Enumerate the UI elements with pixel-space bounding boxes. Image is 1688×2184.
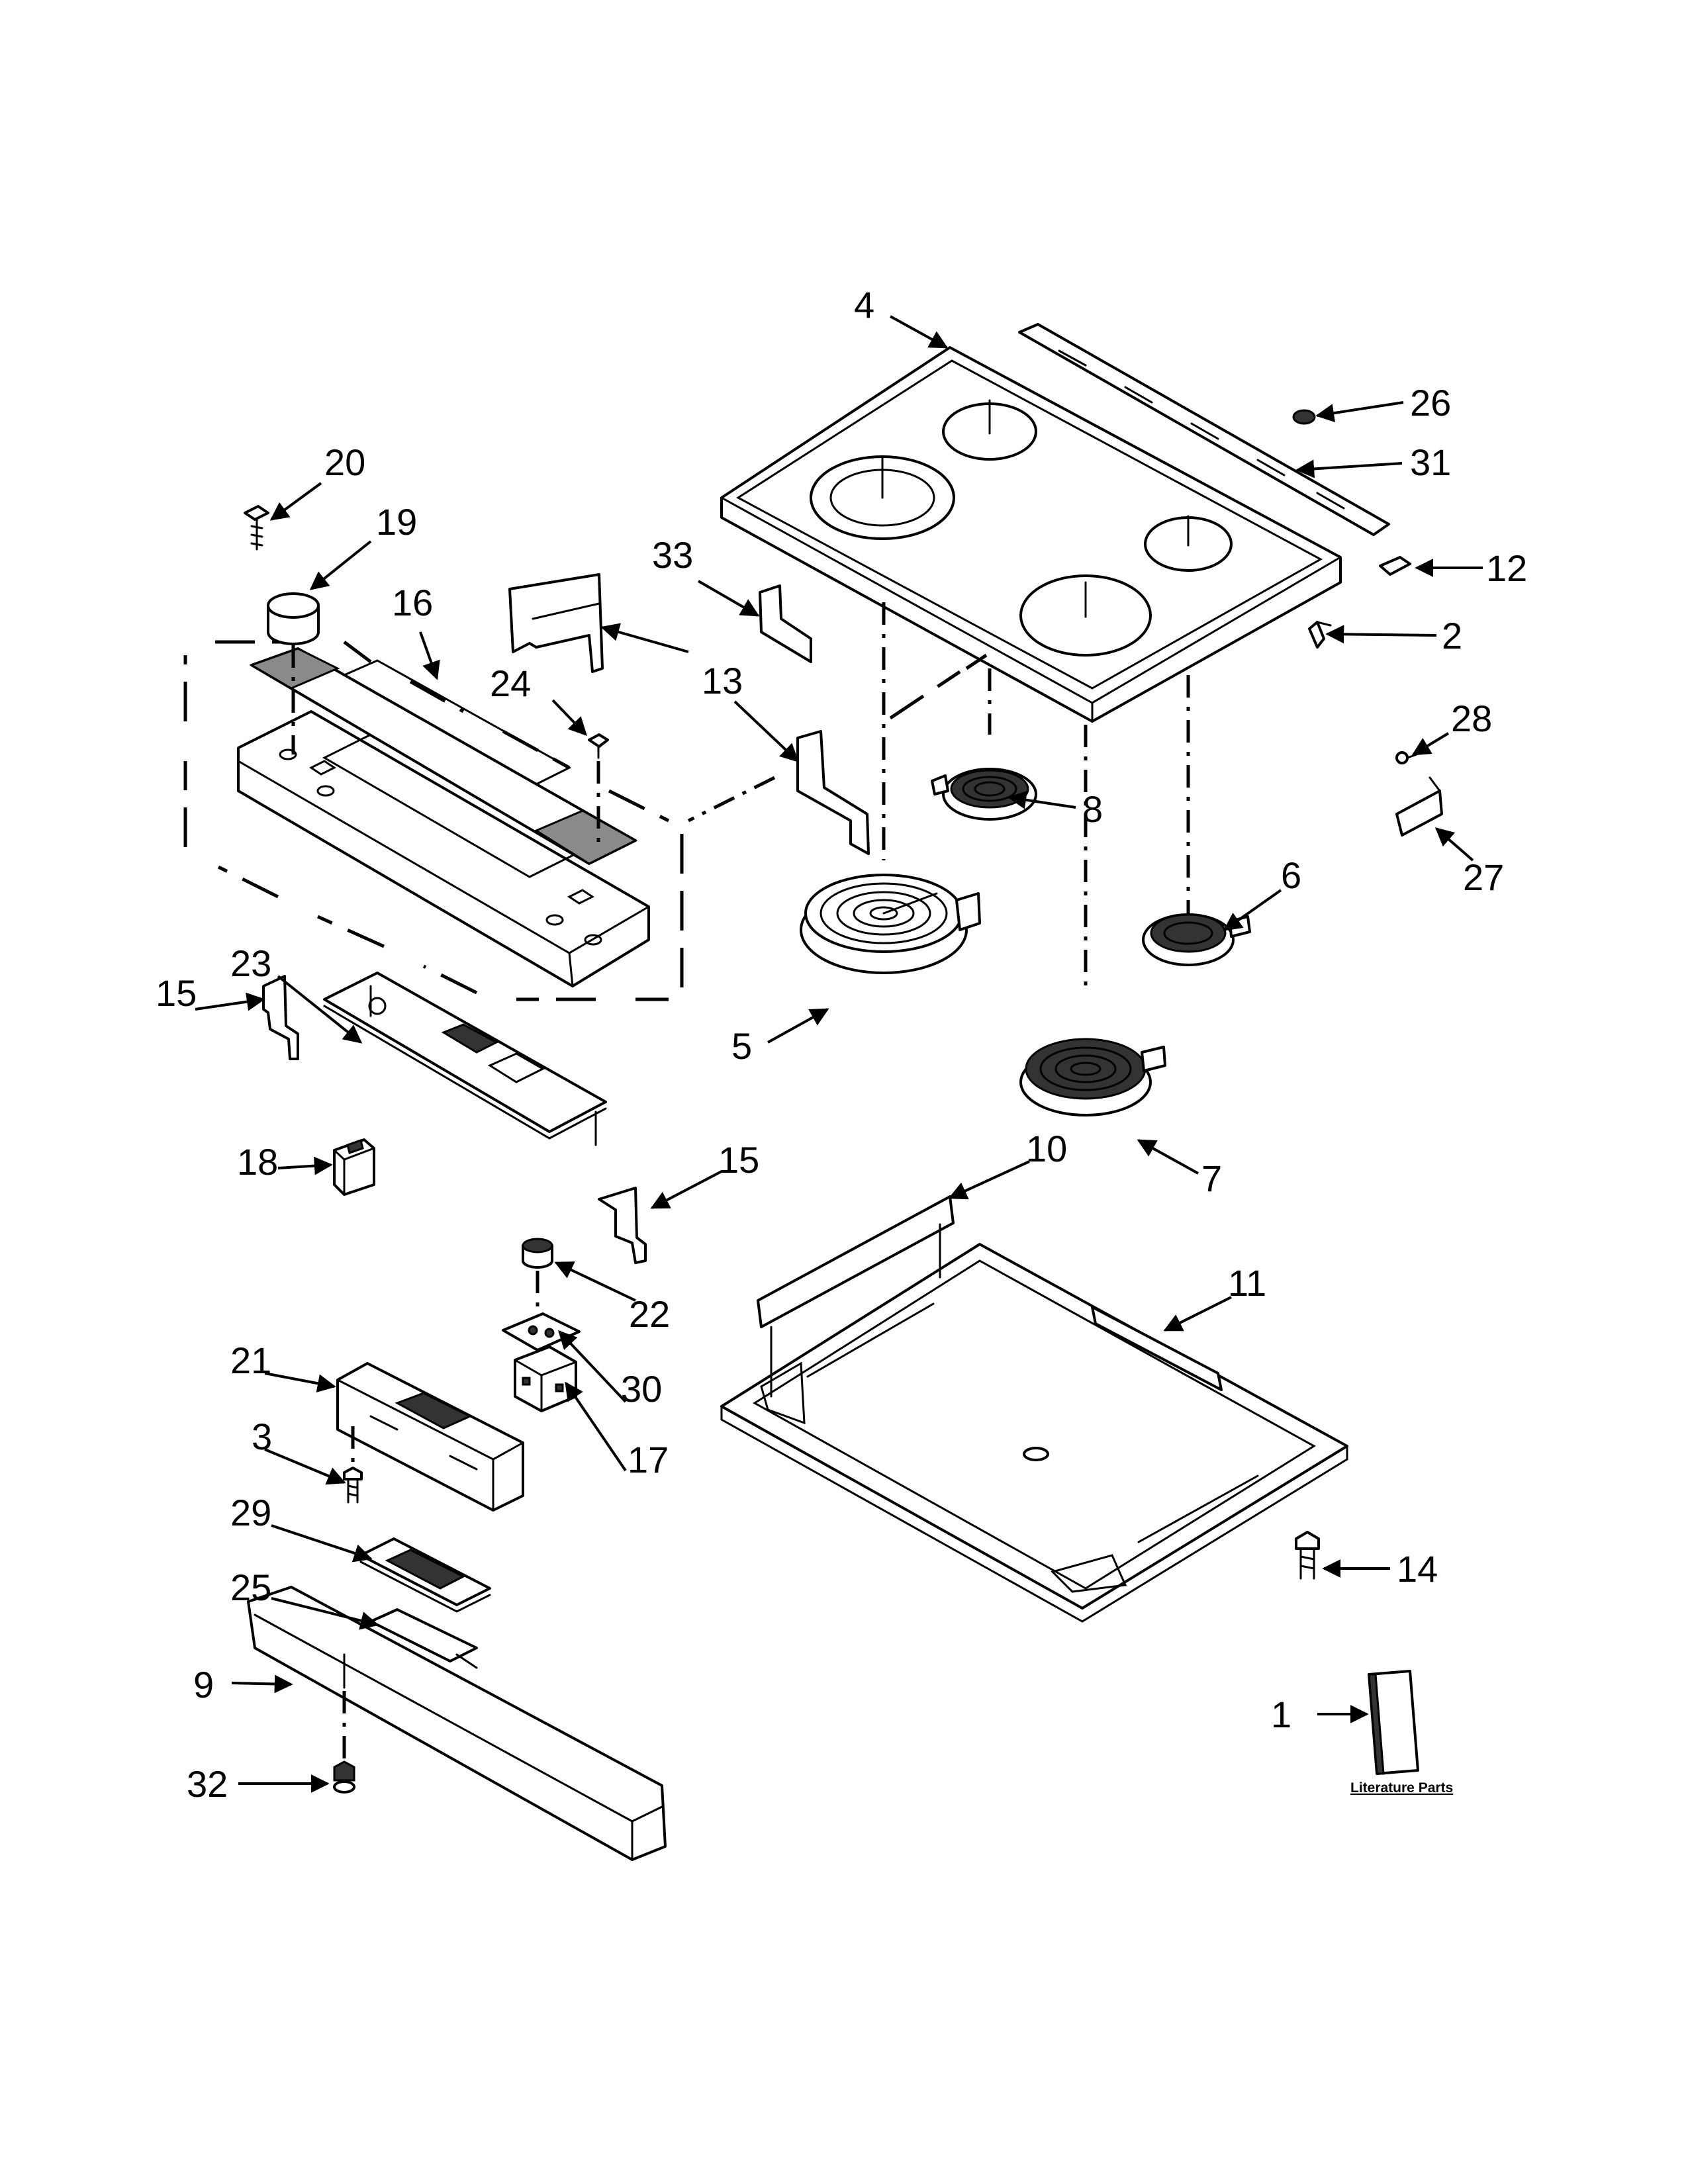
callout-10: 10 xyxy=(1026,1128,1067,1169)
clip-12 xyxy=(1379,556,1411,576)
shield-25 xyxy=(369,1608,478,1669)
burner-ring-left-front xyxy=(810,455,955,540)
callout-7: 7 xyxy=(1201,1158,1222,1199)
callout-22: 22 xyxy=(629,1293,670,1335)
callout-14: 14 xyxy=(1397,1548,1438,1590)
screw-28 xyxy=(1395,751,1418,764)
plate-30 xyxy=(502,1312,581,1351)
bracket-2 xyxy=(1308,621,1332,649)
callout-15-right: 15 xyxy=(718,1139,759,1181)
callout-8: 8 xyxy=(1082,788,1103,830)
callout-13-lower: 13 xyxy=(702,660,743,702)
rear-channel-10 xyxy=(757,1195,955,1398)
radiant-element-8 xyxy=(931,768,1037,821)
bracket-15-left xyxy=(262,975,299,1060)
cooktop-glass xyxy=(720,346,1342,723)
control-panel-overlay xyxy=(249,647,638,865)
callout-23: 23 xyxy=(230,942,271,984)
assembly-lines-cooktop xyxy=(882,602,1190,993)
bumper xyxy=(1292,409,1316,425)
callout-20: 20 xyxy=(324,441,365,483)
burner-ring-right-front xyxy=(1019,574,1152,657)
callout-29: 29 xyxy=(230,1492,271,1533)
screw-3 xyxy=(343,1426,363,1504)
callout-11: 11 xyxy=(1228,1262,1266,1304)
callout-30: 30 xyxy=(621,1368,662,1410)
screw-20 xyxy=(244,505,269,551)
radiant-element-5 xyxy=(800,874,981,974)
literature-booklet xyxy=(1368,1670,1419,1775)
switch-17 xyxy=(514,1345,577,1412)
screw-32 xyxy=(333,1691,355,1794)
relay xyxy=(333,1138,375,1196)
control-bracket xyxy=(323,972,607,1146)
bracket-13-lower xyxy=(687,730,870,855)
bracket-13-upper xyxy=(508,573,604,673)
control-board xyxy=(336,1362,524,1512)
callouts: 4 26 31 20 19 16 33 13 24 13 12 2 28 8 2… xyxy=(156,284,1527,1805)
callout-19: 19 xyxy=(376,501,417,543)
control-knob xyxy=(267,592,320,754)
callout-31: 31 xyxy=(1410,441,1451,483)
callout-3: 3 xyxy=(252,1416,272,1457)
callout-9: 9 xyxy=(193,1664,214,1706)
bracket-33 xyxy=(759,584,812,663)
control-panel xyxy=(237,710,650,987)
callout-25: 25 xyxy=(230,1567,271,1608)
control-panel-outline xyxy=(183,640,684,1001)
callout-28: 28 xyxy=(1451,698,1492,739)
radiant-element-7 xyxy=(1019,1038,1166,1116)
callout-18: 18 xyxy=(237,1141,278,1183)
callout-16: 16 xyxy=(392,582,433,623)
callout-15-left: 15 xyxy=(156,972,197,1014)
burner-ring-left-rear xyxy=(942,399,1037,461)
burner-ring-right-rear xyxy=(1144,515,1233,572)
rear-trim-strip xyxy=(1018,323,1390,536)
callout-6: 6 xyxy=(1281,854,1301,896)
callout-12: 12 xyxy=(1486,547,1527,589)
radiant-element-6 xyxy=(1142,913,1251,966)
bracket-27 xyxy=(1395,776,1443,837)
burner-box xyxy=(720,1243,1348,1623)
knob-22 xyxy=(522,1238,553,1340)
callout-4: 4 xyxy=(854,284,874,326)
callout-1: 1 xyxy=(1271,1694,1291,1735)
clip-24 xyxy=(588,733,609,847)
callout-24: 24 xyxy=(490,662,531,704)
callout-27: 27 xyxy=(1463,856,1504,898)
literature-label: Literature Parts xyxy=(1350,1780,1453,1796)
front-trim xyxy=(247,1586,667,1861)
callout-2: 2 xyxy=(1442,615,1462,657)
callout-26: 26 xyxy=(1410,382,1451,424)
callout-21: 21 xyxy=(230,1340,271,1381)
screw-14 xyxy=(1295,1531,1320,1580)
board-29 xyxy=(359,1537,491,1613)
callout-33: 33 xyxy=(652,534,693,576)
leaders xyxy=(195,315,1483,1793)
callout-17: 17 xyxy=(628,1439,669,1480)
bracket-15-right xyxy=(598,1187,647,1264)
callout-5: 5 xyxy=(731,1025,752,1067)
callout-32: 32 xyxy=(187,1763,228,1805)
